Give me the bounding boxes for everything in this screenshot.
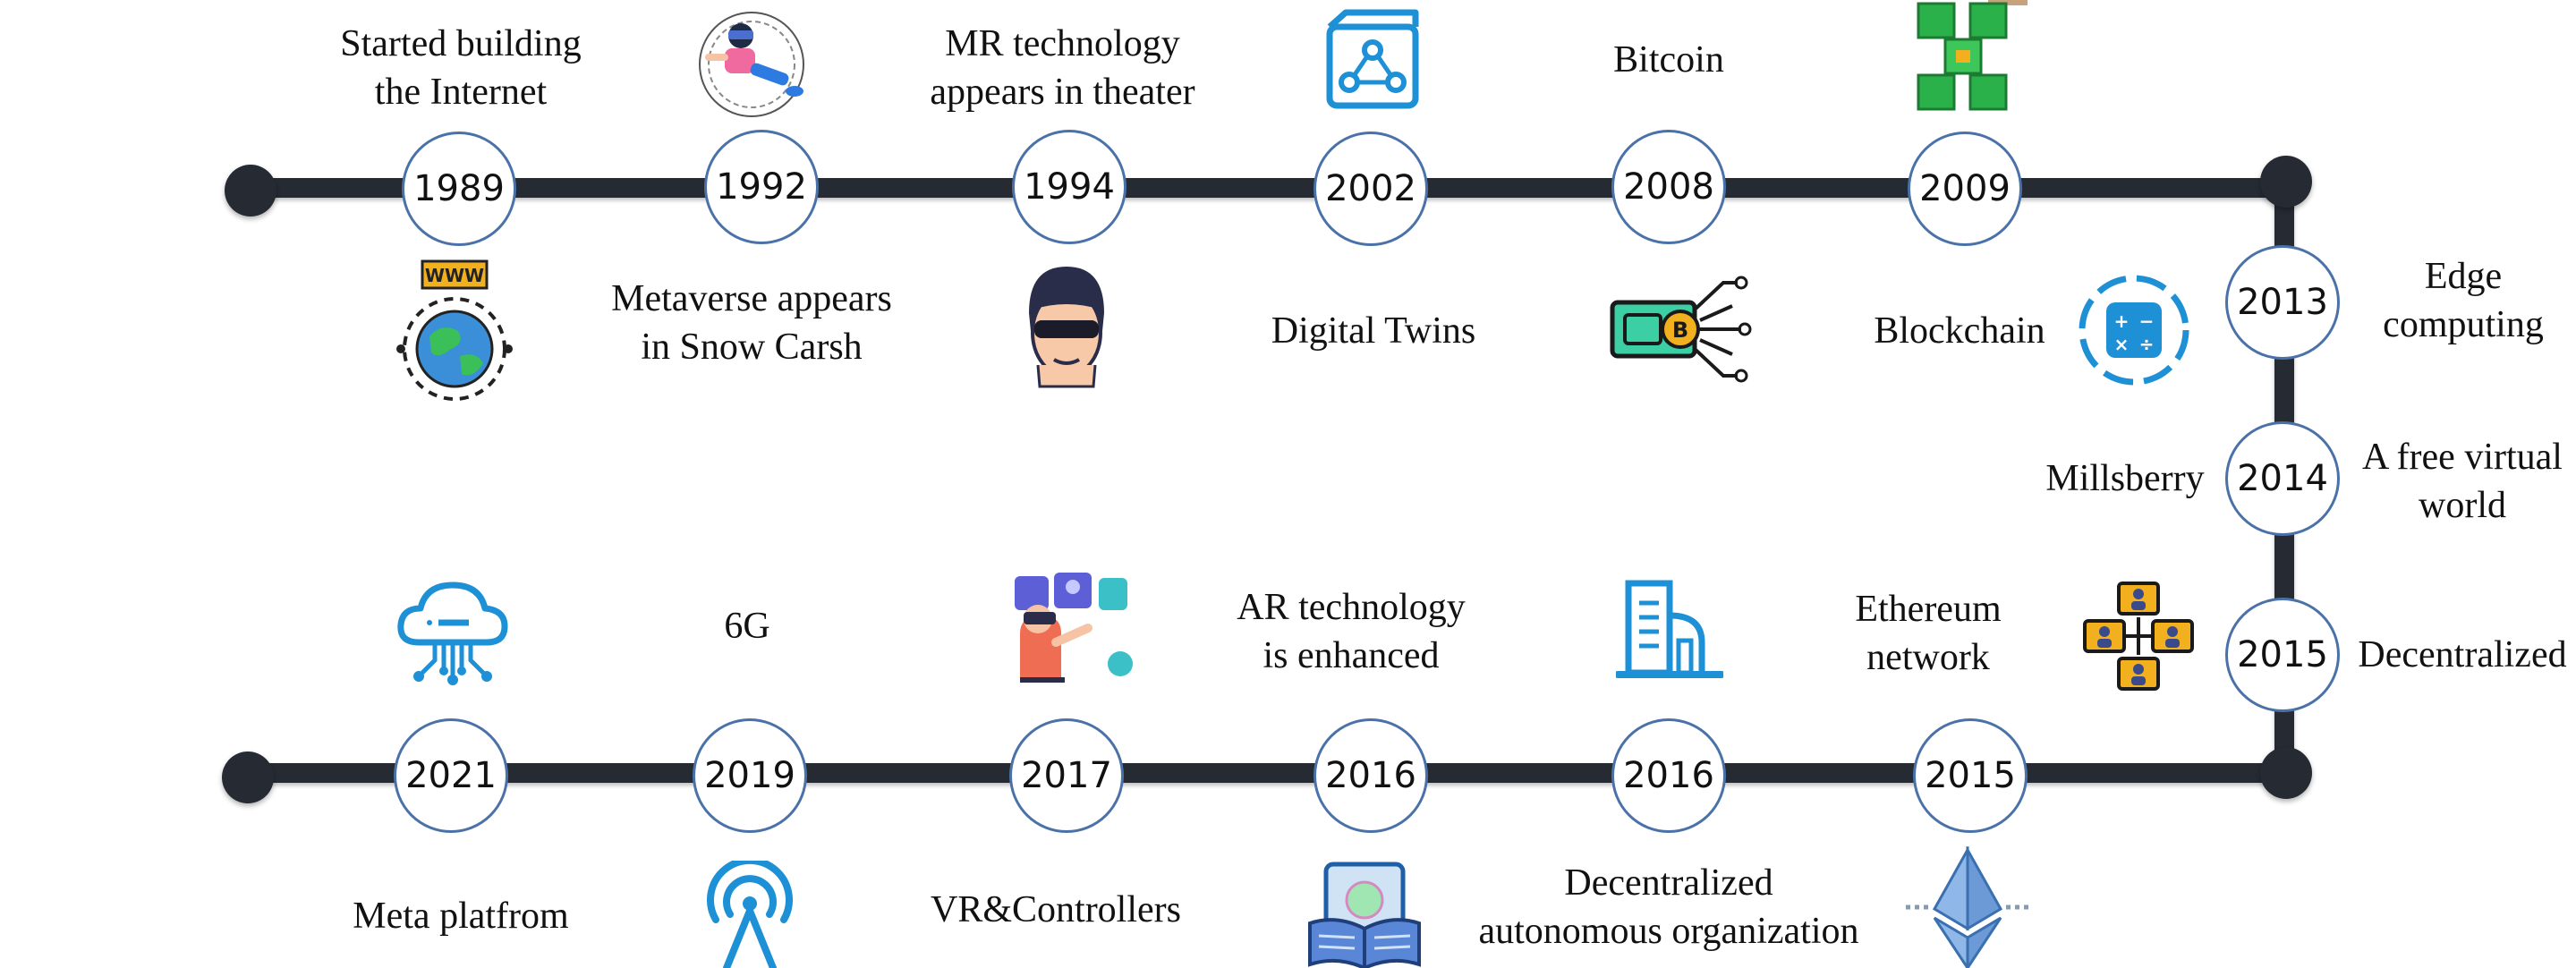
- event-label: Bitcoin: [1613, 39, 1724, 81]
- calculator-icon: + − × ÷: [2079, 275, 2189, 386]
- event-label: Digital Twins: [1271, 310, 1476, 352]
- ar-book-icon: [1308, 862, 1421, 968]
- svg-text:×: ×: [2114, 334, 2130, 355]
- anonymous-person-icon: [1029, 267, 1104, 388]
- cube-network-icon: [1326, 9, 1419, 109]
- globe-www-icon: WWW: [396, 259, 513, 401]
- building-icon: [1616, 580, 1723, 678]
- broadcast-antenna-icon: [707, 861, 793, 968]
- event-label: VR&Controllers: [931, 889, 1181, 930]
- bottom-right-endcap: [2260, 747, 2312, 799]
- svg-text:WWW: WWW: [425, 265, 484, 286]
- event-label: Metaverse appears in Snow Carsh: [611, 278, 892, 368]
- year-node: 2002: [1314, 132, 1428, 246]
- year-node: 2014: [2225, 421, 2340, 536]
- year-node: 2016: [1611, 718, 1726, 833]
- year-node: 2008: [1611, 130, 1726, 244]
- event-label: A free virtual world: [2362, 437, 2563, 526]
- top-left-endcap: [225, 165, 276, 217]
- svg-text:−: −: [2139, 310, 2155, 332]
- top-right-endcap: [2260, 156, 2312, 208]
- event-label: Decentralized: [2358, 634, 2567, 675]
- year-node: 2016: [1314, 718, 1428, 833]
- vr-person-icon: [699, 12, 804, 117]
- ar-headset-icon: [1015, 573, 1133, 683]
- year-node: 2017: [1009, 718, 1124, 833]
- svg-text:÷: ÷: [2139, 334, 2155, 355]
- year-node: 2019: [693, 718, 807, 833]
- year-node: 2009: [1908, 132, 2022, 246]
- event-label: 6G: [724, 606, 770, 647]
- year-node: 2021: [394, 718, 508, 833]
- year-node: 1992: [704, 130, 819, 244]
- year-node: 1989: [402, 132, 516, 246]
- event-label: Meta platfrom: [353, 896, 569, 937]
- svg-text:+: +: [2114, 310, 2130, 332]
- svg-text:B: B: [1672, 318, 1688, 343]
- event-label: MR technology appears in theater: [930, 23, 1195, 113]
- year-node: 1994: [1012, 130, 1126, 244]
- circuit-bitcoin-icon: B: [1610, 276, 1752, 383]
- event-label: Edge computing: [2383, 256, 2544, 345]
- event-label: Millsberry: [2045, 458, 2205, 499]
- event-label: AR technology is enhanced: [1237, 587, 1466, 676]
- cloud-network-icon: [397, 582, 508, 685]
- event-label: Ethereum network: [1855, 589, 2002, 678]
- event-label: Blockchain: [1874, 310, 2045, 352]
- user-network-icon: [2083, 582, 2194, 691]
- event-label: Decentralized autonomous organization: [1478, 862, 1859, 952]
- year-node: 2015: [1913, 718, 2028, 833]
- green-blocks-icon: [1917, 0, 2028, 111]
- ethereum-icon: [1906, 846, 2029, 968]
- year-node: 2013: [2225, 245, 2340, 360]
- bottom-left-endcap: [222, 751, 274, 803]
- event-label: Started building the Internet: [340, 23, 582, 113]
- year-node: 2015: [2225, 598, 2340, 712]
